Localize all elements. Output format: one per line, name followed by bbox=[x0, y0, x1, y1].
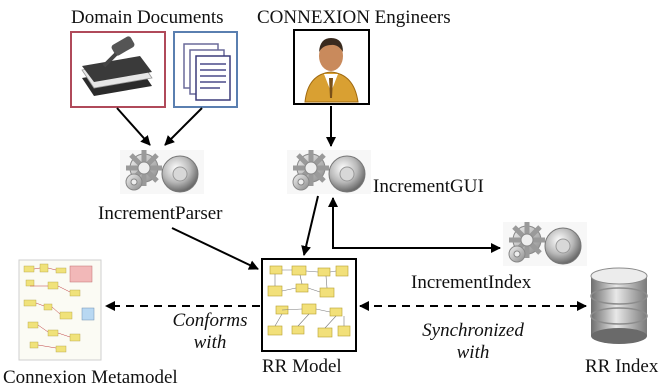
increment-gui-label: IncrementGUI bbox=[373, 176, 484, 197]
engineer-icon bbox=[293, 29, 370, 105]
arrow-docs-to-parser bbox=[164, 107, 203, 146]
synchronized-with-label: Synchronized with bbox=[408, 320, 538, 364]
increment-index-gear-icon bbox=[503, 222, 587, 266]
arrows bbox=[105, 106, 587, 311]
arrow-gui-index-bidirectional bbox=[328, 197, 501, 253]
rr-model-diagram-icon bbox=[261, 258, 357, 352]
rr-model-label: RR Model bbox=[262, 356, 342, 377]
increment-index-label: IncrementIndex bbox=[411, 272, 532, 293]
increment-gui-gear-icon bbox=[287, 150, 371, 194]
conforms-with-label: Conforms with bbox=[160, 310, 260, 354]
conforms-with-word: with bbox=[193, 332, 227, 353]
domain-documents-label: Domain Documents bbox=[71, 7, 224, 28]
connexion-engineers-label: CONNEXION Engineers bbox=[257, 7, 451, 28]
metamodel-diagram-icon bbox=[18, 259, 102, 361]
documents-icon bbox=[173, 31, 238, 108]
increment-parser-label: IncrementParser bbox=[98, 203, 223, 224]
arrow-gui-to-model bbox=[301, 195, 319, 256]
synchronized-word: Synchronized bbox=[422, 320, 524, 341]
database-icon bbox=[590, 267, 648, 344]
synchronized-with-word: with bbox=[456, 342, 490, 363]
connexion-metamodel-label: Connexion Metamodel bbox=[3, 367, 178, 388]
arrow-parser-to-model bbox=[171, 227, 259, 270]
conforms-word: Conforms bbox=[172, 310, 248, 331]
increment-parser-gear-icon bbox=[120, 150, 204, 194]
arrow-book-to-parser bbox=[116, 107, 151, 146]
book-gavel-icon bbox=[70, 31, 166, 108]
rr-index-label: RR Index bbox=[585, 356, 659, 377]
